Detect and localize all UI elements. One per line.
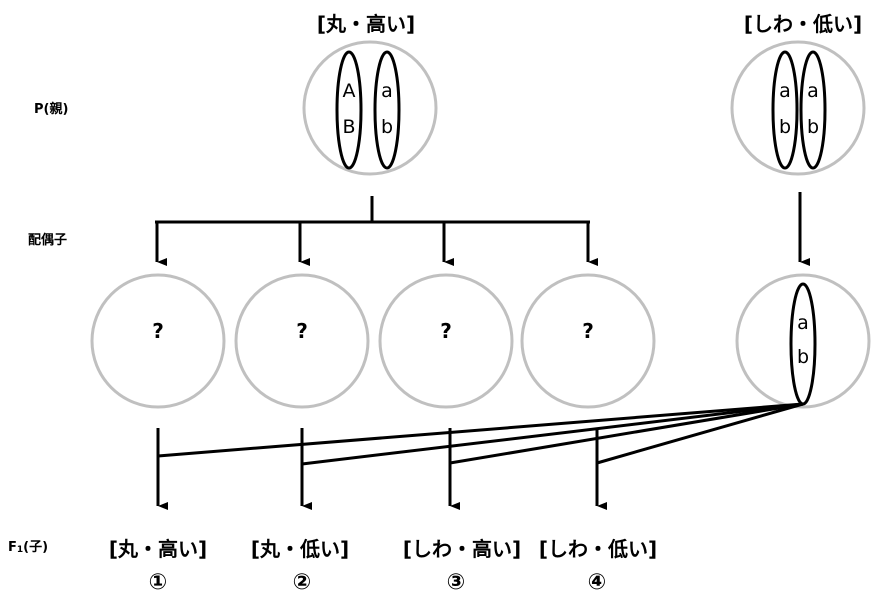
parent-phenotype-right: [しわ・低い] [743,12,863,36]
cross-line [596,402,804,465]
unknown-gamete-mark: ? [582,319,594,343]
offspring-number: ③ [446,570,466,595]
allele: a [779,80,791,102]
gamete-cell [90,273,226,409]
parent-phenotype-left: [丸・高い] [316,12,416,36]
offspring-number: ① [148,570,168,595]
gamete-cell [234,273,370,409]
allele: B [342,116,356,138]
gamete-cell-known [735,273,871,409]
gamete-cell [520,273,656,409]
offspring-number: ④ [587,570,607,595]
cross-line [449,402,804,465]
allele: a [797,312,809,334]
parent-cell-left [302,40,438,176]
parent-row-label: P(親) [34,102,69,117]
gamete-cell [378,273,514,409]
allele: a [381,80,393,102]
offspring-phenotype: [しわ・低い] [538,537,658,561]
chromosome [799,50,827,170]
f1-suffix: (子) [23,540,49,555]
offspring-number: ② [292,570,312,595]
unknown-gamete-mark: ? [152,319,164,343]
cross-line [157,402,804,458]
unknown-gamete-mark: ? [440,319,452,343]
chromosome [335,50,363,170]
allele: b [778,116,792,138]
allele: b [806,116,820,138]
allele: a [807,80,819,102]
chromosome [789,282,817,406]
f1-main: F [8,540,17,555]
chromosome [771,50,799,170]
f1-row-label: F1(子) [8,536,48,555]
allele: b [796,346,810,368]
unknown-gamete-mark: ? [296,319,308,343]
parent-cell-right [730,40,866,176]
allele: A [342,80,356,102]
allele: b [380,116,394,138]
chromosome [373,50,401,170]
offspring-phenotype: [丸・高い] [108,537,208,561]
cross-line [301,402,804,466]
offspring-phenotype: [しわ・高い] [402,537,522,561]
f1-subscript: 1 [16,545,24,555]
offspring-phenotype: [丸・低い] [250,537,350,561]
gamete-row-label: 配偶子 [28,233,68,248]
